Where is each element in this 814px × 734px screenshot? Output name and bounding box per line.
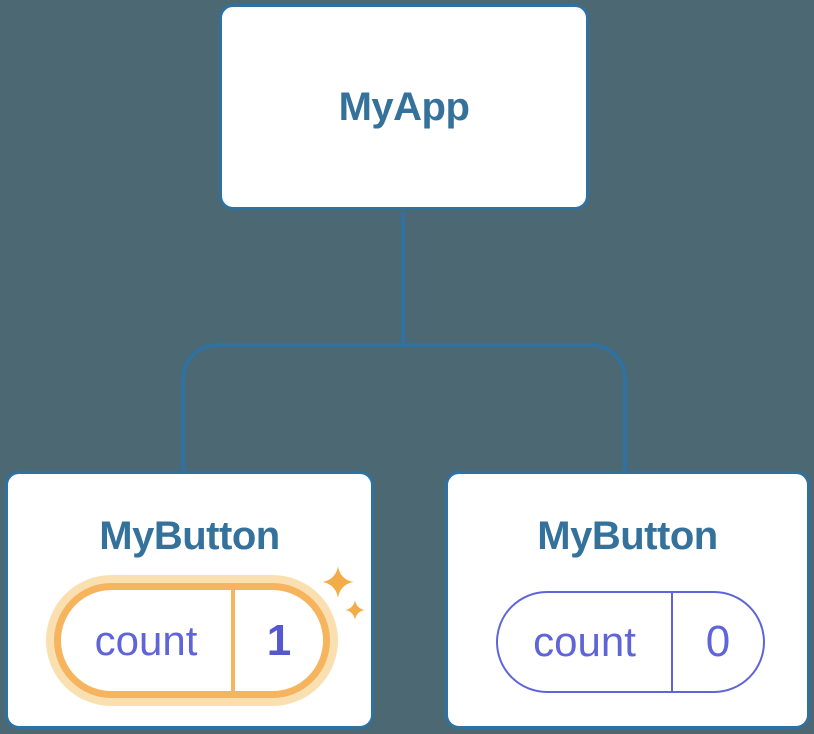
sparkle-icon-small xyxy=(345,600,365,620)
state-key-label: count xyxy=(94,616,198,664)
state-value-cell: 0 xyxy=(673,593,763,691)
state-pill-divider xyxy=(671,593,673,691)
state-pill: count 0 xyxy=(496,591,765,693)
node-title: MyButton xyxy=(99,514,280,558)
connector-branch xyxy=(181,343,627,471)
state-pill-divider xyxy=(231,590,235,691)
sparkle-icon-large xyxy=(322,566,354,598)
node-title: MyApp xyxy=(338,84,470,129)
state-value-cell: 1 xyxy=(235,590,323,691)
state-pill-highlight-glow: count 1 xyxy=(46,575,338,706)
state-key-cell: count xyxy=(61,590,231,691)
state-value: 0 xyxy=(705,617,731,666)
node-title: MyButton xyxy=(537,514,718,558)
state-key-label: count xyxy=(533,618,636,665)
node-mybutton-right: MyButton count 0 xyxy=(445,471,810,729)
state-pill: count 1 xyxy=(54,583,330,698)
node-mybutton-left: MyButton count 1 xyxy=(5,471,374,729)
state-value: 1 xyxy=(266,615,292,665)
node-myapp: MyApp xyxy=(219,4,589,210)
connector-stem xyxy=(401,212,405,345)
state-key-cell: count xyxy=(498,593,671,691)
